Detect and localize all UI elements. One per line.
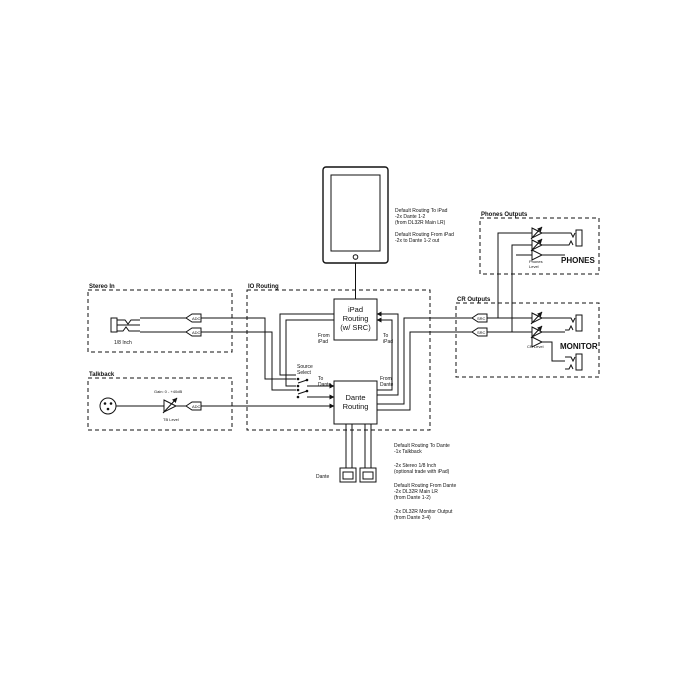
talkback-adc: ADC xyxy=(185,401,202,411)
svg-text:Select: Select xyxy=(297,370,312,376)
cr-amp-1 xyxy=(530,311,544,325)
monitor-label: MONITOR xyxy=(560,342,598,351)
monitor-jack-1 xyxy=(565,314,583,332)
svg-text:Default Routing From Dante: Default Routing From Dante xyxy=(394,483,456,489)
source-select-switches: Source Select xyxy=(296,364,313,399)
svg-text:-2x to Dante 1-2 out: -2x to Dante 1-2 out xyxy=(395,238,440,244)
dante-routing-block: Dante Routing xyxy=(333,380,378,425)
svg-text:SRC: SRC xyxy=(477,330,486,335)
cr-outputs-title: CR Outputs xyxy=(457,297,491,303)
svg-text:Dante: Dante xyxy=(380,382,394,388)
monitor-jack-2 xyxy=(565,353,583,371)
dante-default-routing-note: Default Routing To Dante -1x Talkback -2… xyxy=(394,443,456,521)
svg-text:Default Routing From iPad: Default Routing From iPad xyxy=(395,232,454,238)
phones-outputs-title: Phones Outputs xyxy=(481,212,528,218)
svg-text:SRC: SRC xyxy=(477,316,486,321)
stereo-in-title: Stereo In xyxy=(89,284,115,290)
talkback-section: Talkback Gain: 0 - +40dB TB Level xyxy=(87,372,233,431)
phones-jack xyxy=(565,229,583,247)
stereo-in-section: Stereo In 1/8 Inch xyxy=(87,284,233,353)
svg-text:iPad: iPad xyxy=(318,339,328,345)
svg-text:(from DL32R Main LR): (from DL32R Main LR) xyxy=(395,220,446,226)
svg-text:(w/ SRC): (w/ SRC) xyxy=(340,323,371,332)
phones-amp-2 xyxy=(530,238,544,252)
ipad-default-routing-note: Default Routing To iPad -2x Dante 1-2 (f… xyxy=(395,208,454,244)
dante-port-label: Dante xyxy=(316,474,330,480)
phones-label: PHONES xyxy=(561,256,595,265)
phones-amp-1 xyxy=(530,226,544,240)
io-routing-title: IO Routing xyxy=(248,284,279,290)
svg-text:(optional trade with iPad): (optional trade with iPad) xyxy=(394,469,450,475)
svg-text:-1x Talkback: -1x Talkback xyxy=(394,449,422,455)
dante-port-1 xyxy=(339,467,357,483)
svg-text:ADC: ADC xyxy=(192,330,201,335)
svg-text:Default Routing To Dante: Default Routing To Dante xyxy=(394,443,450,449)
source-select-label: Source xyxy=(297,364,313,370)
eighth-inch-label: 1/8 Inch xyxy=(114,340,132,346)
svg-text:(from Dante 3-4): (from Dante 3-4) xyxy=(394,515,431,521)
svg-text:-2x DL32R Monitor Output: -2x DL32R Monitor Output xyxy=(394,509,453,515)
svg-text:Routing: Routing xyxy=(343,402,369,411)
svg-text:Level: Level xyxy=(529,264,539,269)
io-routing-section: IO Routing xyxy=(246,284,431,431)
gain-label: Gain: 0 - +40dB xyxy=(154,389,182,394)
svg-text:Routing: Routing xyxy=(343,314,369,323)
to-ipad-label: To xyxy=(383,333,389,339)
svg-text:-2x DL32R Main LR: -2x DL32R Main LR xyxy=(394,489,438,495)
cr-src-1: SRC xyxy=(471,313,488,323)
tb-level-label: TB Level xyxy=(163,417,179,422)
svg-text:iPad: iPad xyxy=(348,305,363,314)
cr-amp-3 xyxy=(531,336,544,348)
cr-level-label: CR Level xyxy=(527,344,544,349)
stereo-adc-1: ADC xyxy=(185,313,202,323)
svg-text:-2x Dante 1-2: -2x Dante 1-2 xyxy=(395,214,426,220)
phones-outputs-section: Phones Outputs PHONES Phones Level xyxy=(479,212,600,275)
svg-text:Dante: Dante xyxy=(318,382,332,388)
svg-text:ADC: ADC xyxy=(192,316,201,321)
dante-port-2 xyxy=(359,467,377,483)
svg-text:Dante: Dante xyxy=(345,393,365,402)
to-dante-label: To xyxy=(318,376,324,382)
ipad-device xyxy=(322,166,389,264)
from-dante-label: From xyxy=(380,376,392,382)
svg-text:Phones: Phones xyxy=(529,259,543,264)
stereo-adc-2: ADC xyxy=(185,327,202,337)
talkback-title: Talkback xyxy=(89,372,115,378)
svg-text:iPad: iPad xyxy=(383,339,393,345)
from-ipad-label: From xyxy=(318,333,330,339)
svg-text:Default Routing To iPad: Default Routing To iPad xyxy=(395,208,448,214)
cr-src-2: SRC xyxy=(471,327,488,337)
svg-text:ADC: ADC xyxy=(192,404,201,409)
ipad-routing-block: iPad Routing (w/ SRC) xyxy=(333,298,378,341)
cr-amp-2 xyxy=(530,325,544,339)
svg-text:-2x Stereo 1/8 Inch: -2x Stereo 1/8 Inch xyxy=(394,463,436,469)
svg-text:(from Dante 1-2): (from Dante 1-2) xyxy=(394,495,431,501)
cr-outputs-section: CR Outputs MONITOR CR Level xyxy=(455,297,600,378)
